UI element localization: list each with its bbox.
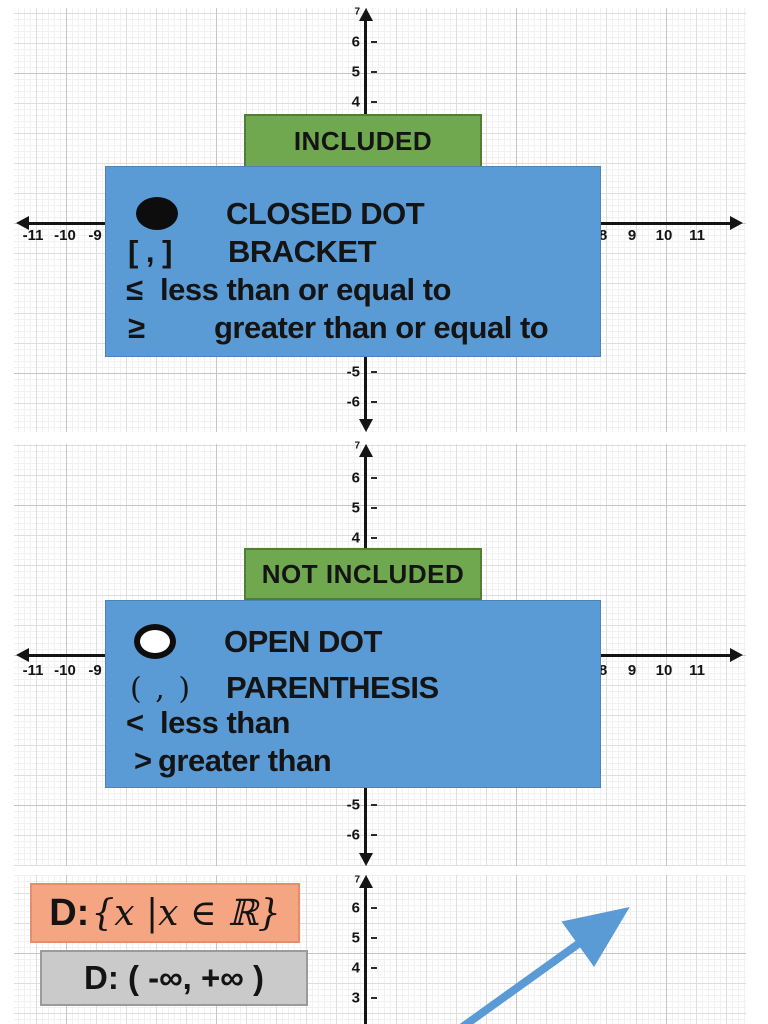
y-tick-mark bbox=[371, 41, 377, 43]
closed-dot-icon bbox=[136, 197, 178, 230]
y-tick-mark bbox=[371, 101, 377, 103]
geq-label: greater than or equal to bbox=[214, 310, 549, 345]
y-tick-label: -6 bbox=[346, 826, 360, 844]
increasing-line-arrow bbox=[459, 907, 630, 1024]
leq-label: less than or equal to bbox=[160, 272, 451, 307]
y-tick-label: 5 bbox=[351, 63, 360, 81]
y-tick-label: 7 bbox=[354, 874, 360, 886]
y-tick-mark bbox=[371, 401, 377, 403]
y-tick-label: -6 bbox=[346, 393, 360, 411]
not-included-badge-label: NOT INCLUDED bbox=[261, 558, 465, 589]
y-tick-mark bbox=[371, 967, 377, 969]
y-axis-down-arrow-icon bbox=[359, 419, 373, 432]
x-tick-label: -10 bbox=[54, 662, 76, 679]
leq-symbol: ≤ bbox=[126, 272, 143, 307]
x-tick-label: 11 bbox=[689, 662, 705, 679]
gt-label: greater than bbox=[158, 743, 332, 778]
open-dot-label: OPEN DOT bbox=[224, 624, 382, 659]
bracket-symbol: [ , ] bbox=[128, 234, 173, 269]
x-tick-label: 9 bbox=[627, 227, 637, 244]
y-axis-up-arrow-icon bbox=[359, 8, 373, 21]
x-tick-label: 8 bbox=[598, 662, 608, 679]
x-tick-label: 8 bbox=[598, 227, 608, 244]
y-tick-label: 4 bbox=[351, 959, 360, 977]
domain-set-body: {x |x ∈ ℝ} bbox=[91, 892, 281, 934]
geq-symbol: ≥ bbox=[128, 310, 145, 345]
y-tick-label: 7 bbox=[354, 440, 360, 452]
y-tick-mark bbox=[371, 537, 377, 539]
gt-symbol: > bbox=[134, 743, 152, 778]
domain-set-notation-box: D: {x |x ∈ ℝ} bbox=[30, 883, 300, 943]
x-tick-label: 10 bbox=[655, 227, 673, 244]
y-axis-down-arrow-icon bbox=[359, 853, 373, 866]
y-tick-mark bbox=[371, 71, 377, 73]
y-tick-label: 5 bbox=[351, 499, 360, 517]
open-dot-icon bbox=[134, 624, 176, 659]
graph-panel-not-included: -11 -10 -9 8 9 10 11 7 6 5 4 -5 -6 NOT INCLUDED OPEN… bbox=[14, 440, 746, 866]
y-tick-mark bbox=[371, 907, 377, 909]
x-axis-left-arrow-icon bbox=[16, 216, 29, 230]
y-axis bbox=[364, 883, 367, 1024]
y-tick-mark bbox=[371, 997, 377, 999]
x-tick-label: 11 bbox=[689, 227, 705, 244]
y-tick-mark bbox=[371, 937, 377, 939]
x-axis-right-arrow-icon bbox=[730, 648, 743, 662]
y-tick-mark bbox=[371, 834, 377, 836]
domain-interval-text: D: ( -∞, +∞ ) bbox=[84, 959, 264, 996]
graph-panel-included: -11 -10 -9 8 9 10 11 7 6 5 4 -5 -6 INCLUDED CLOSED D… bbox=[14, 6, 746, 432]
included-badge: INCLUDED bbox=[244, 114, 482, 168]
x-tick-label: 9 bbox=[627, 662, 637, 679]
included-badge-label: INCLUDED bbox=[293, 125, 433, 156]
y-axis-up-arrow-icon bbox=[359, 875, 373, 888]
not-included-legend-box: OPEN DOT ( , ) PARENTHESIS < less than >… bbox=[105, 600, 601, 788]
y-tick-label: 6 bbox=[351, 33, 360, 51]
y-tick-label: 5 bbox=[351, 929, 360, 947]
parenthesis-symbol: ( , ) bbox=[130, 671, 193, 707]
y-tick-label: 4 bbox=[351, 93, 360, 111]
parenthesis-label: PARENTHESIS bbox=[226, 670, 439, 705]
y-tick-label: 6 bbox=[351, 469, 360, 487]
y-tick-label: -5 bbox=[346, 796, 360, 814]
y-tick-label: 4 bbox=[351, 529, 360, 547]
y-tick-label: -5 bbox=[346, 363, 360, 381]
graph-panel-domain: 7 6 5 4 3 D: {x |x ∈ ℝ} D: ( -∞, +∞ ) bbox=[14, 875, 746, 1024]
x-tick-label: -9 bbox=[88, 662, 102, 679]
not-included-badge: NOT INCLUDED bbox=[244, 548, 482, 600]
bracket-label: BRACKET bbox=[228, 234, 377, 269]
included-legend-box: CLOSED DOT [ , ] BRACKET ≤ less than or … bbox=[105, 166, 601, 357]
y-tick-mark bbox=[371, 477, 377, 479]
y-tick-label: 7 bbox=[354, 6, 360, 18]
y-tick-label: 3 bbox=[351, 989, 360, 1007]
lt-label: less than bbox=[160, 705, 290, 740]
y-tick-mark bbox=[371, 804, 377, 806]
domain-set-prefix: D: bbox=[49, 891, 90, 934]
x-tick-label: 10 bbox=[655, 662, 673, 679]
x-tick-label: -10 bbox=[54, 227, 76, 244]
y-tick-mark bbox=[371, 371, 377, 373]
x-axis-left-arrow-icon bbox=[16, 648, 29, 662]
x-tick-label: -9 bbox=[88, 227, 102, 244]
x-axis-right-arrow-icon bbox=[730, 216, 743, 230]
closed-dot-label: CLOSED DOT bbox=[226, 196, 425, 231]
domain-interval-notation-box: D: ( -∞, +∞ ) bbox=[40, 950, 308, 1006]
lt-symbol: < bbox=[126, 705, 144, 740]
x-tick-label: -11 bbox=[22, 662, 44, 679]
x-tick-label: -11 bbox=[22, 227, 44, 244]
y-tick-label: 6 bbox=[351, 899, 360, 917]
y-tick-mark bbox=[371, 507, 377, 509]
y-axis-up-arrow-icon bbox=[359, 444, 373, 457]
